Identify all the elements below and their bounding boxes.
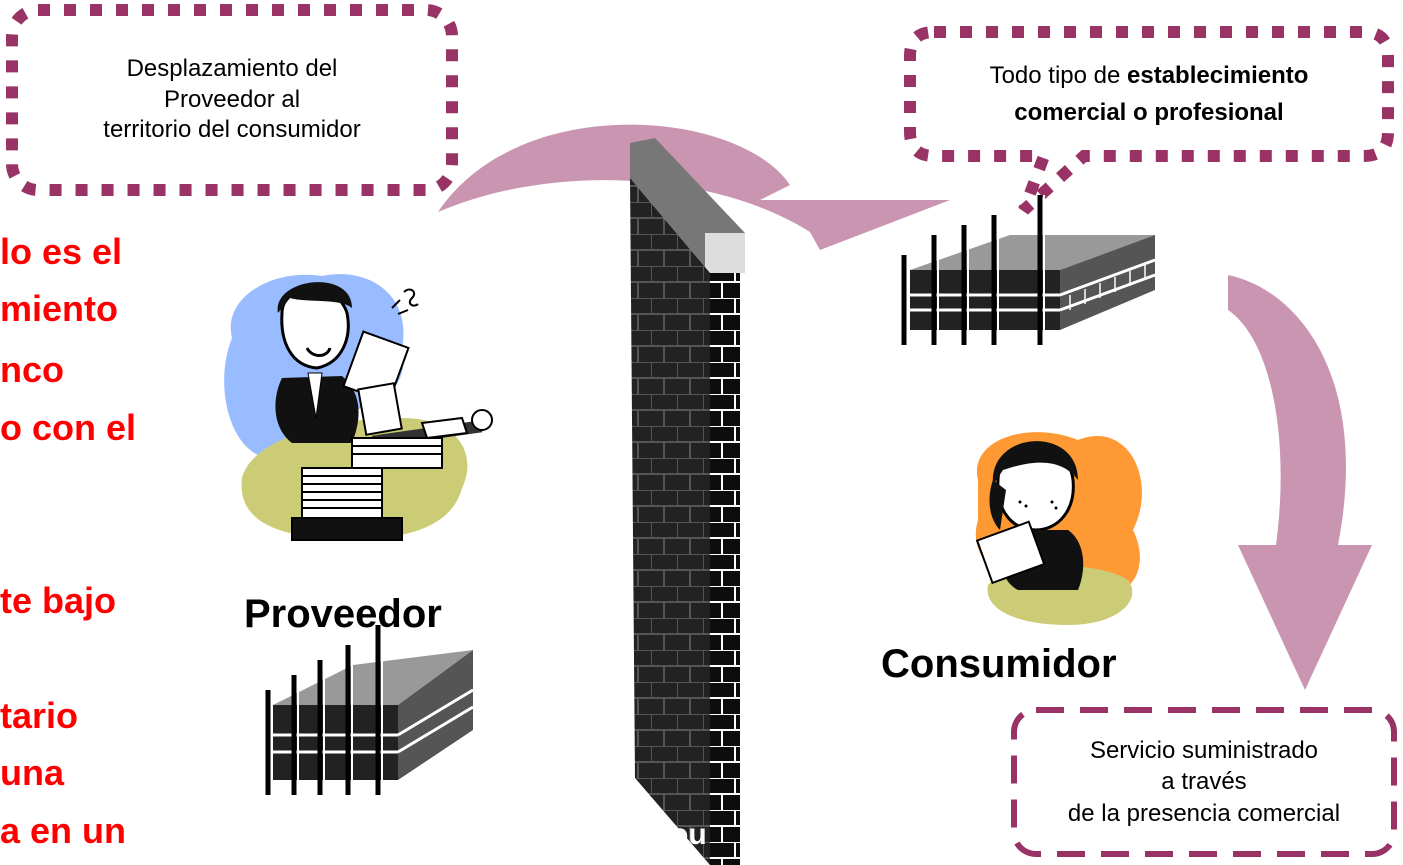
provider-movement-callout: Desplazamiento del Proveedor al territor… xyxy=(6,4,458,196)
provider-movement-line-3: territorio del consumidor xyxy=(103,116,361,144)
establishment-line1-bold: establecimiento xyxy=(1127,61,1309,89)
consumer-person-icon xyxy=(975,432,1142,625)
provider-movement-line-2: Proveedor al xyxy=(163,85,301,113)
commercial-presence-line-2: a través xyxy=(1161,768,1247,796)
left-text-4: o con el xyxy=(0,407,137,448)
commercial-presence-line-3: de la presencia comercial xyxy=(1067,799,1341,827)
establishment-callout: Todo tipo de establecimiento comercial o… xyxy=(904,26,1394,215)
establishment-line1-plain: Todo tipo de xyxy=(989,61,1128,89)
left-text-7: una xyxy=(0,752,65,793)
provider-building-icon xyxy=(265,625,474,795)
commercial-presence-line-1: Servicio suministrado xyxy=(1089,737,1319,765)
left-text-5: te bajo xyxy=(0,580,117,621)
consumer-building-icon xyxy=(901,195,1156,345)
left-text-2: miento xyxy=(0,288,119,329)
left-text-6: tario xyxy=(0,695,79,736)
consumer-label: Consumidor xyxy=(881,642,1117,686)
provider-label: Proveedor xyxy=(244,592,442,636)
brick-wall-icon xyxy=(630,138,745,865)
establishment-line2: comercial o profesional xyxy=(1014,99,1284,126)
left-text-1: lo es el xyxy=(0,231,123,272)
commercial-presence-callout: Servicio suministrado a través de la pre… xyxy=(1010,706,1398,858)
left-text-3: nco xyxy=(0,349,65,390)
left-text-8: a en un xyxy=(0,810,127,851)
wall-caption: ou xyxy=(670,818,707,851)
provider-person-icon xyxy=(224,274,493,541)
provider-movement-line-1: Desplazamiento del xyxy=(126,55,338,83)
